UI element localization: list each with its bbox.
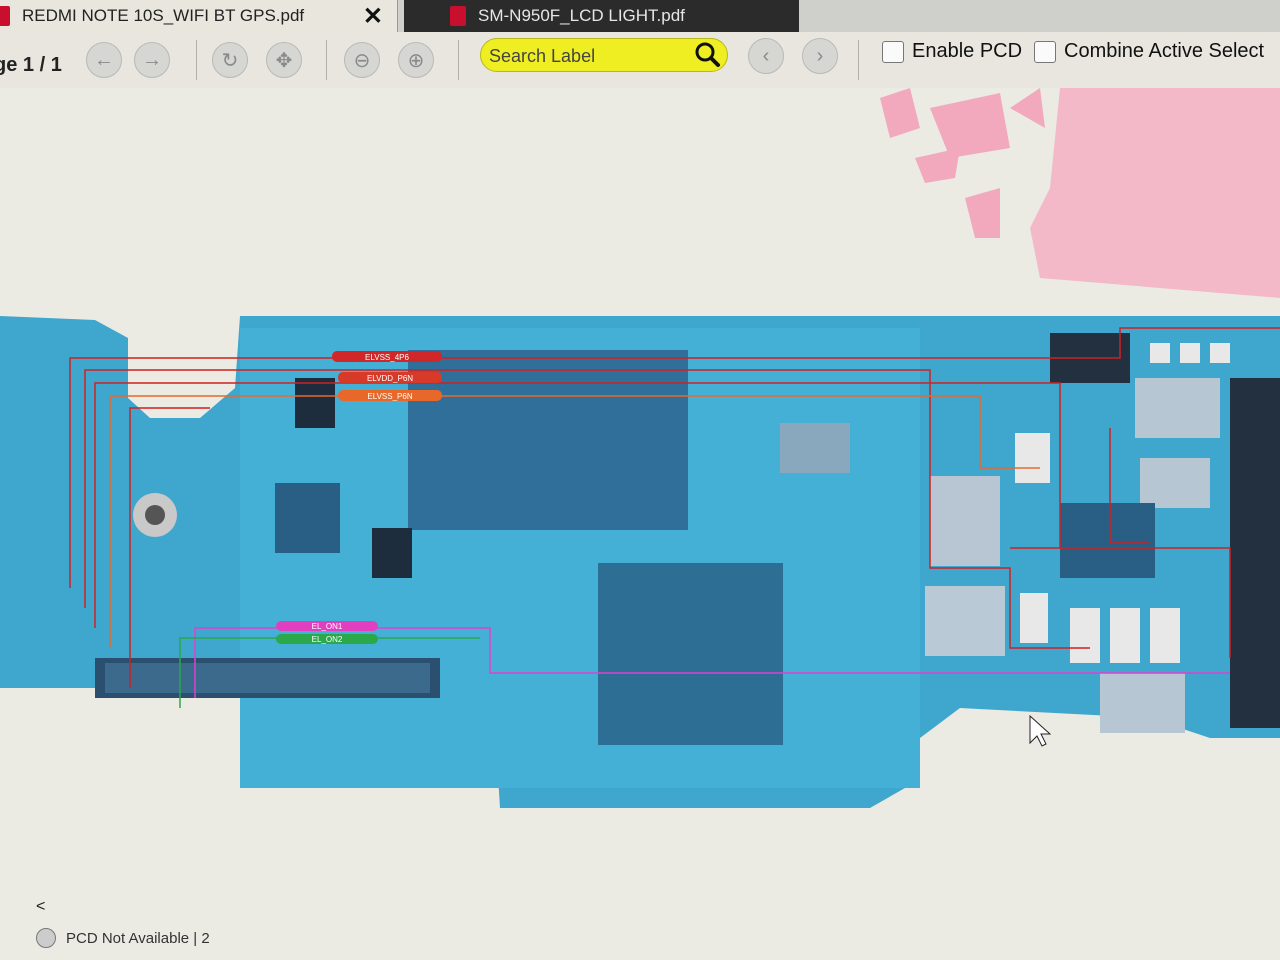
status-bar: PCD Not Available | 2 xyxy=(36,928,210,948)
status-indicator-icon xyxy=(36,928,56,948)
inductor xyxy=(925,586,1005,656)
net-label-text: ELVDD_P6N xyxy=(367,374,413,383)
net-label-text: ELVSS_4P6 xyxy=(365,353,409,362)
net-label-text: ELVSS_P6N xyxy=(367,392,412,401)
combine-active-select-label: Combine Active Select xyxy=(1064,40,1265,62)
pcb-pink-silhouette xyxy=(880,88,1280,298)
close-icon[interactable]: ✕ xyxy=(362,3,383,30)
net-label-text: EL_ON1 xyxy=(312,622,343,631)
rotate-button[interactable]: ↻ xyxy=(212,42,248,78)
pcb-viewer-canvas[interactable]: ELVSS_4P6 ELVDD_P6N ELVSS_P6N EL_ON1 EL_… xyxy=(0,88,1280,960)
chevron-left-icon: ‹ xyxy=(762,44,770,67)
inductor xyxy=(1100,673,1185,733)
net-tag-el-on2[interactable] xyxy=(276,634,378,644)
small-ic xyxy=(372,528,412,578)
zoom-out-button[interactable]: ⊖ xyxy=(344,42,380,78)
scroll-left-arrow[interactable]: < xyxy=(36,898,46,915)
bga-ic xyxy=(1060,503,1155,578)
chevron-right-icon: › xyxy=(816,44,824,67)
small-ic xyxy=(275,483,340,553)
toolbar: ge 1 / 1 ← → ↻ ✥ ⊖ ⊕ ‹ › Enable PCD Comb… xyxy=(0,32,1280,89)
pdf-file-icon xyxy=(0,6,10,26)
inductor xyxy=(1140,458,1210,508)
pdf-file-icon xyxy=(450,6,466,26)
search-label-input[interactable] xyxy=(487,43,691,69)
search-next-button[interactable]: › xyxy=(802,38,838,74)
toolbar-divider xyxy=(326,40,327,80)
processor-chip xyxy=(598,563,783,745)
zoom-in-icon: ⊕ xyxy=(407,49,425,72)
fpc-connector-pins xyxy=(105,663,430,693)
search-prev-button[interactable]: ‹ xyxy=(748,38,784,74)
zoom-out-icon: ⊖ xyxy=(353,49,371,72)
inductor xyxy=(1135,378,1220,438)
arrow-left-icon: ← xyxy=(94,48,114,71)
net-tag-elvdd-p6n[interactable] xyxy=(338,372,442,383)
move-icon: ✥ xyxy=(275,49,293,72)
rotate-icon: ↻ xyxy=(221,49,239,72)
memory-chip xyxy=(408,350,688,530)
metal-shield xyxy=(780,423,850,473)
next-page-button[interactable]: → xyxy=(134,42,170,78)
tab-label: SM-N950F_LCD LIGHT.pdf xyxy=(478,6,685,25)
arrow-right-icon: → xyxy=(142,48,162,71)
coax-center xyxy=(145,505,165,525)
toolbar-divider xyxy=(858,40,859,80)
enable-pcd-label: Enable PCD xyxy=(912,40,1023,62)
net-tag-el-on1[interactable] xyxy=(276,621,378,631)
net-traces xyxy=(69,327,1280,708)
net-tag-elvss-p6n[interactable] xyxy=(338,390,442,401)
tab-redmi-note-10s[interactable]: REDMI NOTE 10S_WIFI BT GPS.pdf ✕ xyxy=(0,0,398,32)
pan-button[interactable]: ✥ xyxy=(266,42,302,78)
pcb-board-view[interactable]: ELVSS_4P6 ELVDD_P6N ELVSS_P6N EL_ON1 EL_… xyxy=(0,88,1280,960)
mouse-cursor-icon xyxy=(1029,714,1052,747)
page-indicator: ge 1 / 1 xyxy=(0,54,62,76)
toolbar-divider xyxy=(458,40,459,80)
prev-page-button[interactable]: ← xyxy=(86,42,122,78)
checkbox-box[interactable] xyxy=(882,40,904,63)
toolbar-divider xyxy=(196,40,197,80)
zoom-in-button[interactable]: ⊕ xyxy=(398,42,434,78)
inductor xyxy=(930,476,1000,566)
edge-ic xyxy=(1230,378,1280,728)
tab-sm-n950f[interactable]: SM-N950F_LCD LIGHT.pdf xyxy=(404,0,799,32)
net-label-text: EL_ON2 xyxy=(312,635,343,644)
tab-label: REDMI NOTE 10S_WIFI BT GPS.pdf xyxy=(22,6,305,25)
small-ic xyxy=(295,378,335,428)
search-icon[interactable] xyxy=(693,41,721,69)
combine-active-select-checkbox[interactable]: Combine Active Select xyxy=(1034,40,1264,63)
enable-pcd-checkbox[interactable]: Enable PCD xyxy=(882,40,1022,63)
net-label-tags: ELVSS_4P6 ELVDD_P6N ELVSS_P6N EL_ON1 EL_… xyxy=(276,351,442,644)
tab-bar: REDMI NOTE 10S_WIFI BT GPS.pdf ✕ SM-N950… xyxy=(0,0,1280,32)
search-label-box xyxy=(480,38,728,72)
capacitor-group xyxy=(1015,343,1230,663)
checkbox-box[interactable] xyxy=(1034,40,1056,63)
status-text: PCD Not Available | 2 xyxy=(66,929,210,947)
net-tag-elvss-4p6[interactable] xyxy=(332,351,442,362)
